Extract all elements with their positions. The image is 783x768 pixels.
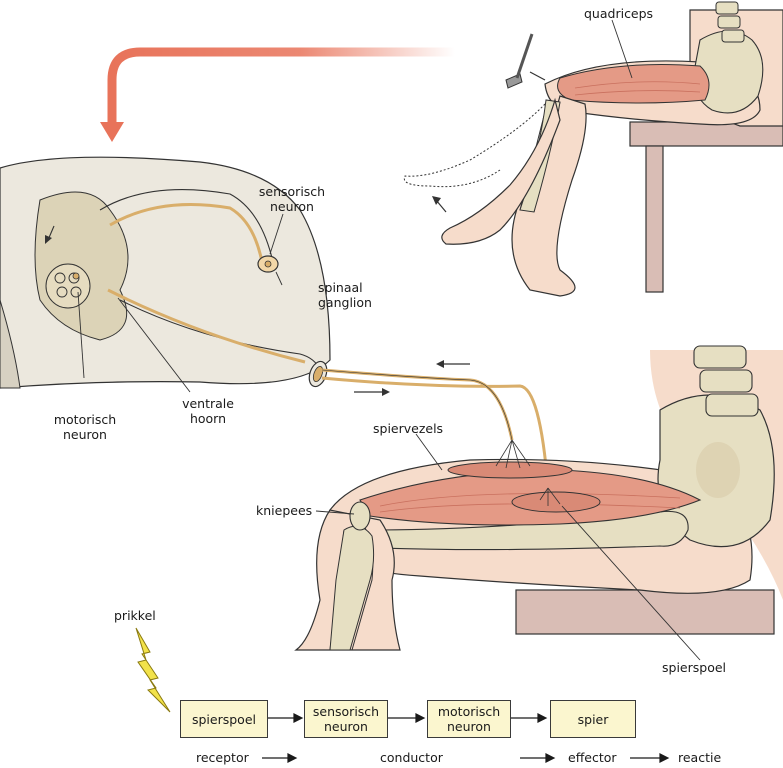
flow-box-spierspoel: spierspoel — [180, 700, 268, 738]
label-ventrale-hoorn: ventrale hoorn — [170, 396, 246, 426]
label-spinaal-ganglion: spinaal ganglion — [318, 280, 372, 310]
label-prikkel: prikkel — [114, 608, 156, 623]
label-spiervezels: spiervezels — [373, 421, 444, 436]
label-motorisch-neuron-line2: neuron — [63, 427, 107, 442]
flow-box-spier: spier — [550, 700, 636, 738]
leader-lines — [77, 19, 701, 661]
flow-box-spier-text: spier — [577, 711, 609, 727]
label-spinaal-ganglion-line1: spinaal — [318, 280, 363, 295]
seated-figure-top — [403, 1, 783, 297]
flow-label-conductor: conductor — [380, 750, 443, 765]
flow-box-sensorisch-neuron-line2: neuron — [324, 719, 368, 734]
label-kniepees: kniepees — [256, 503, 313, 518]
seated-figure-bottom — [294, 345, 783, 651]
flow-label-reactie: reactie — [678, 750, 722, 765]
label-sensorisch-neuron-line1: sensorisch — [258, 184, 326, 199]
label-ventrale-hoorn-line2: hoorn — [189, 411, 227, 426]
stimulus-lightning-icon — [135, 627, 171, 713]
label-motorisch-neuron: motorisch neuron — [40, 412, 130, 442]
label-sensorisch-neuron: sensorisch neuron — [246, 184, 338, 214]
label-motorisch-neuron-line1: motorisch — [53, 412, 117, 427]
label-quadriceps: quadriceps — [584, 6, 654, 21]
flow-box-motorisch-neuron-line2: neuron — [447, 719, 491, 734]
flow-label-effector: effector — [568, 750, 617, 765]
label-spierspoel: spierspoel — [662, 660, 727, 675]
flow-box-sensorisch-neuron: sensorisch neuron — [304, 700, 388, 738]
flow-box-motorisch-neuron-line1: motorisch — [437, 704, 501, 719]
flow-box-motorisch-neuron: motorisch neuron — [427, 700, 511, 738]
signal-arrow — [100, 47, 455, 142]
spinal-cord-section — [0, 156, 550, 489]
flow-label-receptor: receptor — [196, 750, 249, 765]
flow-box-sensorisch-neuron-line1: sensorisch — [312, 704, 380, 719]
label-spinaal-ganglion-line2: ganglion — [318, 295, 372, 310]
flow-box-spierspoel-text: spierspoel — [191, 711, 256, 727]
flow-arrows — [262, 713, 670, 763]
label-ventrale-hoorn-line1: ventrale — [182, 396, 234, 411]
label-sensorisch-neuron-line2: neuron — [270, 199, 314, 214]
